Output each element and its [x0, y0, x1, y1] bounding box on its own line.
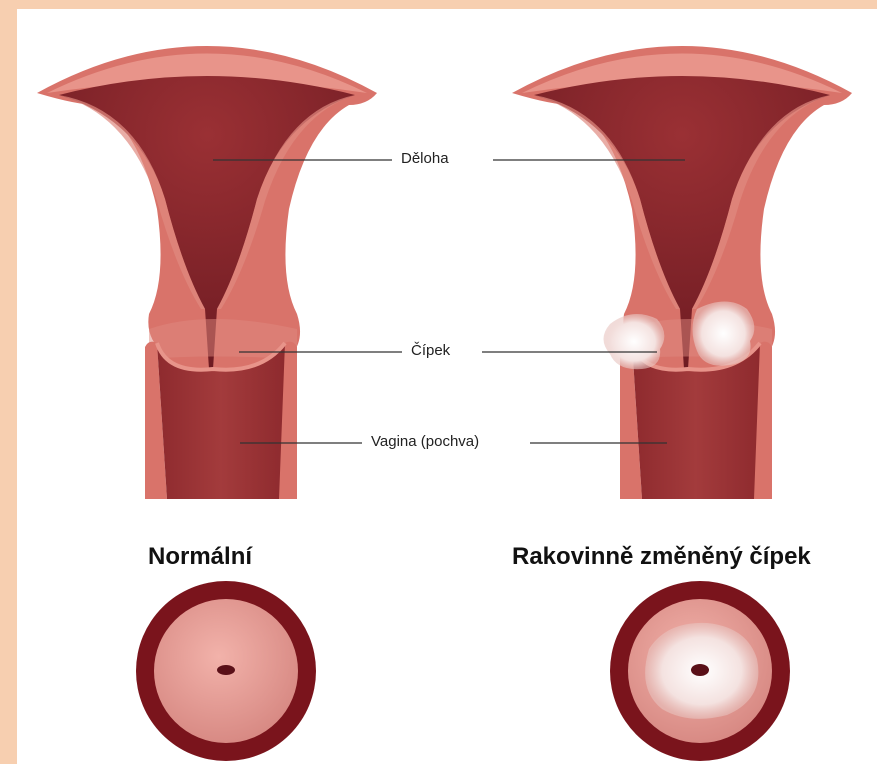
diagram-canvas: Děloha Čípek Vagina (pochva) Normální Ra… [17, 9, 877, 764]
caption-cancer: Rakovinně změněný čípek [512, 543, 811, 571]
lesion-left [604, 314, 665, 369]
label-cervix: Čípek [405, 342, 456, 359]
label-vagina: Vagina (pochva) [365, 433, 485, 450]
cancer-uterus [512, 46, 852, 499]
normal-uterus [37, 46, 377, 499]
normal-cervix-view [136, 581, 316, 761]
cervical-os-cancer [691, 664, 709, 676]
anatomy-illustration [17, 9, 877, 764]
caption-normal: Normální [148, 543, 252, 571]
cancer-cervix-view [610, 581, 790, 761]
label-uterus: Děloha [395, 150, 455, 167]
lesion-right [693, 302, 755, 366]
cervical-os [217, 665, 235, 675]
